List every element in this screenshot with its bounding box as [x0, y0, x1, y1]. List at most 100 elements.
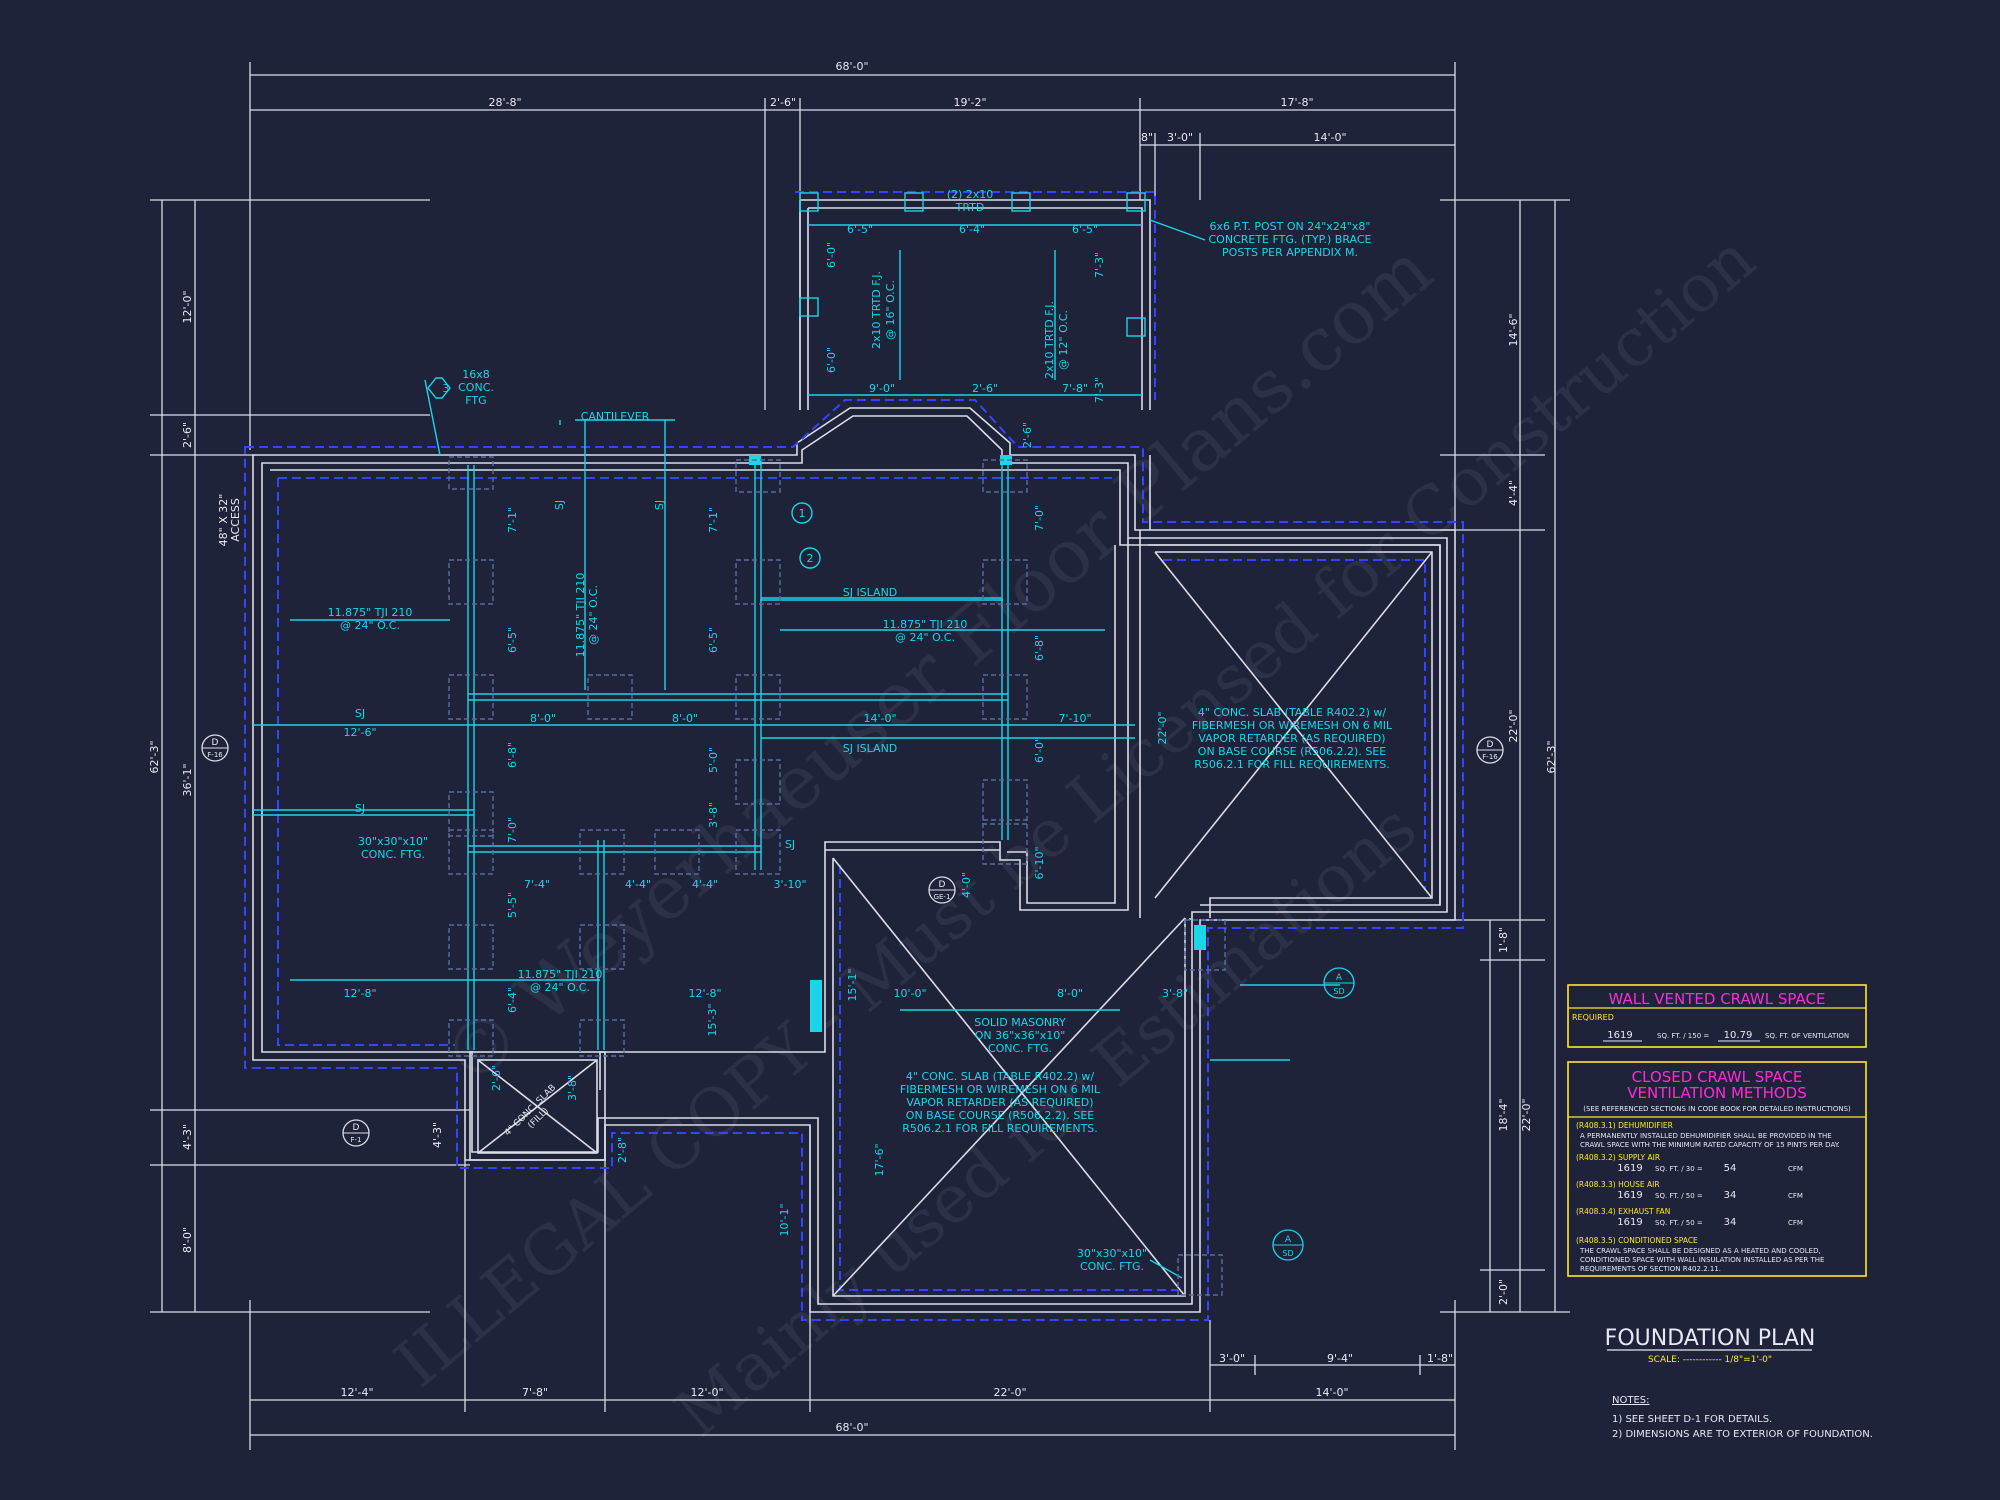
section-marker: A SD: [1323, 967, 1355, 999]
method-1-title: (R408.3.1) DEHUMIDIFIER: [1576, 1121, 1673, 1130]
dim-int: 12'-8": [343, 987, 376, 1000]
tji-center-2: @ 24" O.C.: [895, 631, 955, 644]
dim-int: 6'-8": [506, 742, 519, 768]
section-marker: D GE-1: [928, 876, 956, 904]
note-1: 1) SEE SHEET D-1 FOR DETAILS.: [1612, 1414, 1772, 1425]
dim-int: 7'-0": [506, 817, 519, 843]
solid-masonry-3: CONC. FTG.: [988, 1042, 1052, 1055]
dim-left-2: 2'-6": [181, 422, 194, 448]
slab-bottom-3: VAPOR RETARDER (AS REQUIRED): [906, 1096, 1093, 1109]
sj-label: SJ: [553, 500, 566, 510]
method-2-result: 54: [1724, 1163, 1737, 1174]
dim-int: 3'-8": [566, 1075, 579, 1101]
svg-text:GE-1: GE-1: [934, 893, 951, 901]
method-2-unit: CFM: [1788, 1165, 1803, 1173]
method-5-text-3: REQUIREMENTS OF SECTION R402.2.11.: [1580, 1265, 1721, 1273]
sj-label: SJ: [355, 707, 365, 720]
dim-int: 6'-10": [1033, 846, 1046, 879]
conc-ftg-bottom-1: 30"x30"x10": [1077, 1247, 1147, 1260]
access-1: 48" X 32": [217, 494, 230, 547]
method-4-title: (R408.3.4) EXHAUST FAN: [1576, 1207, 1670, 1216]
dim-left-3: 36'-1": [181, 763, 194, 796]
method-2-title: (R408.3.2) SUPPLY AIR: [1576, 1153, 1660, 1162]
pier-footing: [448, 674, 494, 720]
dim-porch: 6'-5": [1072, 223, 1098, 236]
dimension-lines: 68'-0" 28'-8" 2'-6" 19'-2" 17'-8" 8" 3'-…: [148, 60, 1570, 1450]
method-1-text-2: CRAWL SPACE WITH THE MINIMUM RATED CAPAC…: [1580, 1141, 1840, 1149]
pier-footing: [982, 559, 1028, 605]
dim-int: 3'-10": [773, 878, 806, 891]
dim-int: 2'-8": [616, 1137, 629, 1163]
joist-b-1: 2x10 TRTD F.J.: [1043, 301, 1056, 379]
dim-bottom-1: 12'-4": [340, 1386, 373, 1399]
section-marker: D F-1: [342, 1119, 370, 1147]
dim-bottom-4: 22'-0": [993, 1386, 1026, 1399]
tag-1-circle: [791, 502, 813, 524]
footing-outline: [244, 191, 1464, 1321]
pier-footing: [735, 559, 781, 605]
section-marker: D F-16: [1476, 736, 1504, 764]
slab-right-5: R506.2.1 FOR FILL REQUIREMENTS.: [1194, 758, 1390, 771]
dim-bottom2-3: 1'-8": [1427, 1352, 1453, 1365]
footing-text-2: CONC.: [458, 381, 494, 394]
wall-vented-area: 1619: [1607, 1030, 1632, 1041]
closed-crawl-panel: CLOSED CRAWL SPACE VENTILATION METHODS (…: [1567, 1061, 1867, 1277]
pier-footing: [735, 674, 781, 720]
dim-left-overall: 62'-3": [148, 740, 161, 773]
tag-1: 1: [799, 507, 806, 520]
dim-top-2: 2'-6": [770, 96, 796, 109]
dim-int: 7'-1": [506, 507, 519, 533]
dim-int: 7'-4": [524, 878, 550, 891]
section-markers: D F-16 D F-16 D GE-1 D F-1 A SD: [201, 734, 1504, 1261]
wall-vented-crawl-panel: WALL VENTED CRAWL SPACE REQUIRED 1619 SQ…: [1567, 984, 1867, 1048]
dim-right-3: 22'-0": [1507, 709, 1520, 742]
notes: NOTES: 1) SEE SHEET D-1 FOR DETAILS. 2) …: [1612, 1395, 1873, 1440]
solid-masonry-1: SOLID MASONRY: [974, 1016, 1066, 1029]
method-4-unit: CFM: [1788, 1219, 1803, 1227]
tji-vert-1: 11.875" TJI 210: [574, 573, 587, 658]
porch-beam-label-2: TRTD: [955, 201, 985, 214]
small-slab-1: 4" CONC. SLAB: [503, 1083, 558, 1138]
pier-footing: [735, 459, 781, 493]
dim-porch: 9'-0": [869, 382, 895, 395]
conc-ftg-30-1: 30"x30"x10": [358, 835, 428, 848]
tji-bottom-1: 11.875" TJI 210: [518, 968, 603, 981]
dim-int: 3'-8": [1162, 987, 1188, 1000]
note-2: 2) DIMENSIONS ARE TO EXTERIOR OF FOUNDAT…: [1612, 1429, 1873, 1440]
pier-footing: [1177, 1254, 1223, 1296]
method-4-formula: SQ. FT. / 50 =: [1655, 1219, 1703, 1227]
sj-label: SJ: [355, 802, 365, 815]
footing-text-1: 16x8: [462, 368, 490, 381]
closed-crawl-title-2: VENTILATION METHODS: [1627, 1084, 1806, 1102]
dim-bottom-5: 14'-0": [1315, 1386, 1348, 1399]
slab-diagonals: [477, 551, 1433, 1297]
conc-ftg-bottom-2: CONC. FTG.: [1080, 1260, 1144, 1273]
pier-footing: [448, 829, 494, 875]
dim-int: 7'-1": [707, 507, 720, 533]
method-5-text-1: THE CRAWL SPACE SHALL BE DESIGNED AS A H…: [1579, 1247, 1821, 1255]
dim-right-2: 4'-4": [1507, 480, 1520, 506]
dim-int: 10'-0": [893, 987, 926, 1000]
pier-footing: [982, 819, 1028, 865]
svg-text:A: A: [1336, 973, 1343, 983]
conc-ftg-30-2: CONC. FTG.: [361, 848, 425, 861]
svg-text:F-16: F-16: [1482, 753, 1498, 761]
svg-text:SD: SD: [1282, 1249, 1293, 1258]
pier-footing: [579, 1019, 625, 1057]
method-3-formula: SQ. FT. / 50 =: [1655, 1192, 1703, 1200]
sj-label: SJ: [653, 500, 666, 510]
pier-footing: [448, 456, 494, 490]
watermark: © Weyerhaeuser Floor Plans.com ILLEGAL C…: [381, 220, 1770, 1453]
dim-int: 6'-8": [1033, 635, 1046, 661]
tag-2-circle: [799, 547, 821, 569]
pier-footing: [982, 674, 1028, 720]
dim-int: 6'-4": [506, 987, 519, 1013]
tji-vert-2: @ 24" O.C.: [587, 585, 600, 645]
pier-footing: [1184, 919, 1226, 971]
dim-right-1: 14'-6": [1507, 313, 1520, 346]
dim-int: 6'-5": [506, 627, 519, 653]
slab-right-4: ON BASE COURSE (R506.2.2). SEE: [1198, 745, 1386, 758]
wall-vented-required: REQUIRED: [1572, 1013, 1614, 1022]
dim-int: 14'-0": [863, 712, 896, 725]
